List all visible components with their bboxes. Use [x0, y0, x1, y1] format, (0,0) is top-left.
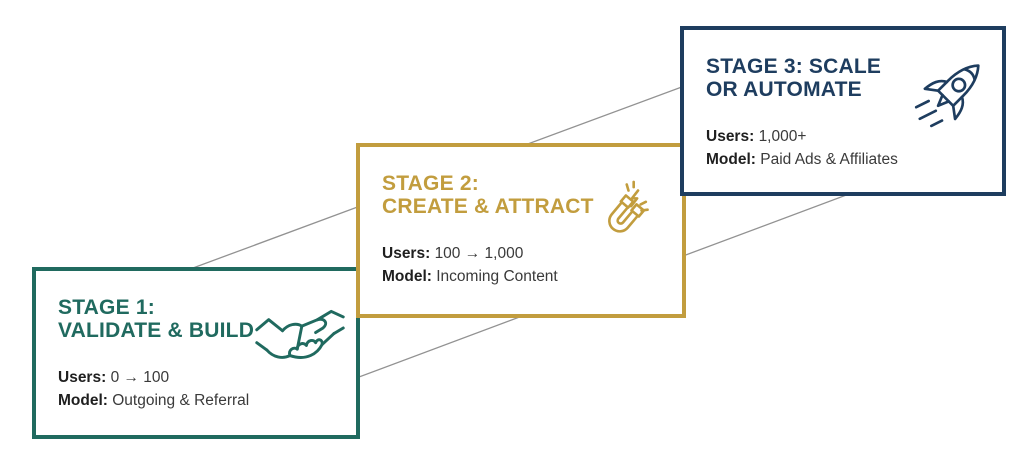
stage-2-title: STAGE 2: CREATE & ATTRACT	[382, 172, 664, 218]
stage-2-details: Users: 100 → 1,000 Model: Incoming Conte…	[382, 242, 664, 288]
stage-1-title-line1: STAGE 1:	[58, 296, 155, 319]
stage-1-title: STAGE 1: VALIDATE & BUILD	[58, 296, 338, 342]
rocket-icon	[910, 48, 990, 143]
model-label: Model:	[706, 151, 756, 168]
model-value: Incoming Content	[436, 268, 558, 285]
model-value: Outgoing & Referral	[112, 392, 250, 409]
stage-1-model-row: Model: Outgoing & Referral	[58, 389, 338, 412]
users-value: 100 → 1,000	[434, 245, 524, 262]
stage-3-title-line2: OR AUTOMATE	[706, 78, 862, 101]
users-label: Users:	[382, 245, 431, 262]
stage-3-card: STAGE 3: SCALE OR AUTOMATE Users: 1,000+…	[680, 26, 1006, 196]
magnet-icon	[592, 179, 658, 254]
stage-3-title-line1: STAGE 3: SCALE	[706, 55, 882, 78]
model-label: Model:	[58, 392, 108, 409]
stage-1-title-line2: VALIDATE & BUILD	[58, 319, 255, 342]
handshake-icon	[254, 307, 346, 376]
stage-1-details: Users: 0 → 100 Model: Outgoing & Referra…	[58, 366, 338, 412]
users-label: Users:	[58, 369, 107, 386]
model-value: Paid Ads & Affiliates	[760, 151, 898, 168]
users-value: 0 → 100	[110, 369, 170, 386]
stage-1-card: STAGE 1: VALIDATE & BUILD Users: 0 → 100…	[32, 267, 360, 439]
stage-2-title-line2: CREATE & ATTRACT	[382, 195, 594, 218]
stage-2-users-row: Users: 100 → 1,000	[382, 242, 664, 265]
users-label: Users:	[706, 128, 755, 145]
users-value: 1,000+	[758, 128, 807, 145]
stage-3-details: Users: 1,000+ Model: Paid Ads & Affiliat…	[706, 125, 984, 171]
stage-1-users-row: Users: 0 → 100	[58, 366, 338, 389]
stage-3-users-row: Users: 1,000+	[706, 125, 984, 148]
model-label: Model:	[382, 268, 432, 285]
stage-2-card: STAGE 2: CREATE & ATTRACT Users: 100 → 1…	[356, 143, 686, 318]
stage-2-model-row: Model: Incoming Content	[382, 265, 664, 288]
stage-3-title: STAGE 3: SCALE OR AUTOMATE	[706, 55, 984, 101]
stage-3-model-row: Model: Paid Ads & Affiliates	[706, 148, 984, 171]
stage-2-title-line1: STAGE 2:	[382, 172, 479, 195]
